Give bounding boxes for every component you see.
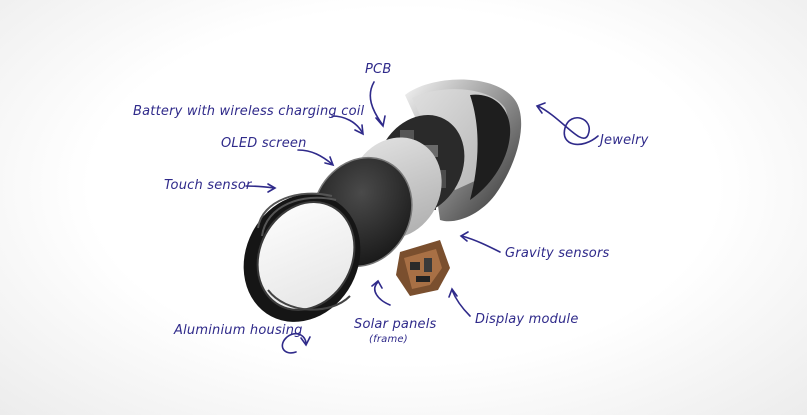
solar-panels-arrow [374,281,391,306]
aluminium-housing-arrow [281,332,307,354]
gravity-sensors-arrow [461,235,501,253]
aluminium-housing-part [243,192,361,322]
battery-arrow [331,115,363,133]
pcb-arrow [369,81,383,125]
label-display-module: Display module [475,312,579,327]
label-aluminium-housing: Aluminium housing [174,323,303,338]
oled-arrow [297,149,333,165]
label-gravity-sensors: Gravity sensors [505,246,610,261]
display-module-arrow [451,289,471,317]
display-module-part [396,240,450,296]
label-pcb: PCB [365,62,392,77]
label-solar-panels: Solar panels [354,317,437,332]
label-jewelry: Jewelry [600,133,649,148]
label-battery: Battery with wireless charging coil [133,104,365,119]
touch-sensor-arrow [245,185,275,189]
label-touch-sensor: Touch sensor [164,178,252,193]
label-solar-panels-frame: (frame) [369,334,408,345]
label-oled-screen: OLED screen [221,136,307,151]
jewelry-arrow [537,105,599,146]
